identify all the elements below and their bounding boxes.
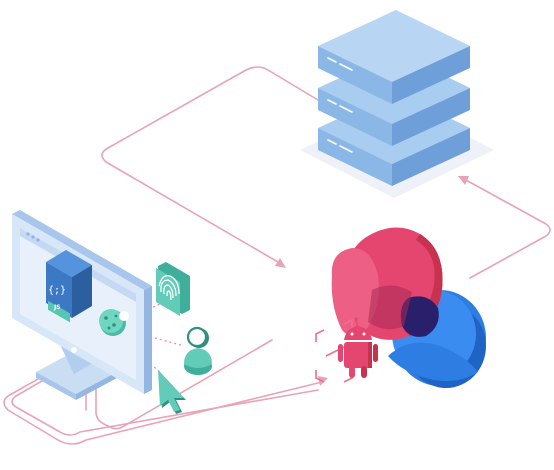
arrow-to-server xyxy=(458,176,469,185)
cloud-venn-icon xyxy=(331,227,486,388)
connector-bottom-outer xyxy=(11,351,319,436)
user-icon xyxy=(184,326,212,375)
connector-bottom-inner xyxy=(3,343,323,445)
connector-cookie-to-file xyxy=(95,319,273,430)
connector-cloud-to-server xyxy=(465,179,551,279)
venn-overlap xyxy=(400,296,439,337)
cookie-icon xyxy=(99,309,129,336)
server-stack-icon xyxy=(300,10,494,198)
connector-server-to-center xyxy=(101,66,319,263)
js-file-icon: {;} JS xyxy=(46,250,92,323)
file-extension: JS xyxy=(53,304,61,311)
arrow-to-center xyxy=(275,258,286,268)
code-glyph: {;} xyxy=(48,285,66,296)
venn-pink xyxy=(331,248,379,337)
cursor-icon xyxy=(158,370,186,414)
monitor-power-button xyxy=(71,347,77,353)
fingerprint-icon xyxy=(156,262,190,316)
android-icon xyxy=(338,317,378,378)
